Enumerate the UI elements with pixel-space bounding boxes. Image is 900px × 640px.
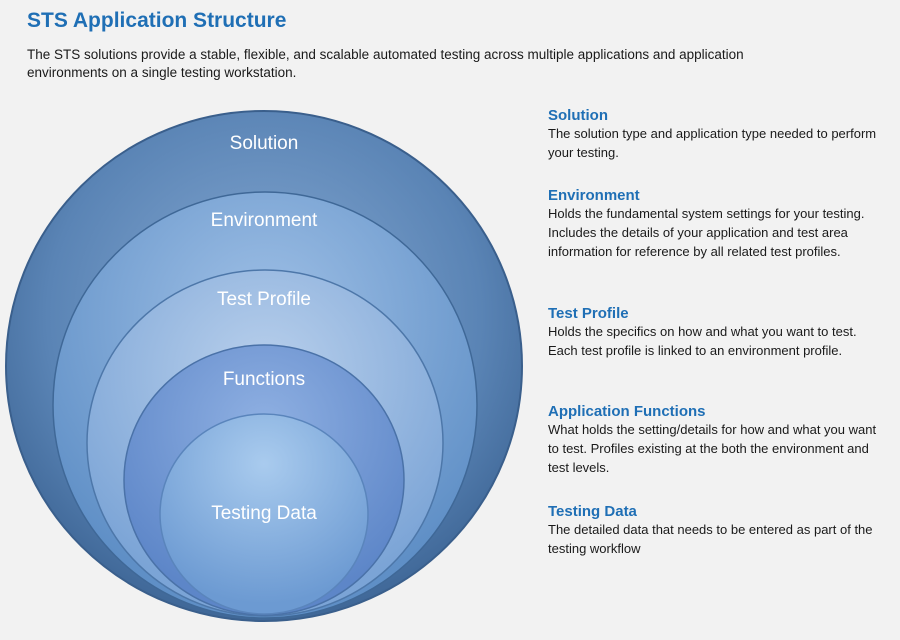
- ring-label-solution: Solution: [230, 133, 299, 154]
- description-text: Holds the specifics on how and what you …: [548, 324, 857, 358]
- page-title: STS Application Structure: [27, 9, 287, 32]
- ring-testing-data: [159, 413, 369, 615]
- description-title: Test Profile: [548, 305, 629, 322]
- ring-label-functions: Functions: [223, 369, 305, 390]
- description-environment: Environment Holds the fundamental system…: [548, 186, 888, 261]
- description-title: Environment: [548, 187, 640, 204]
- ring-label-environment: Environment: [211, 210, 318, 231]
- description-solution: Solution The solution type and applicati…: [548, 106, 888, 163]
- intro-text: The STS solutions provide a stable, flex…: [27, 47, 744, 80]
- description-title: Testing Data: [548, 503, 637, 520]
- description-testing-data: Testing Data The detailed data that need…: [548, 502, 888, 559]
- description-title: Solution: [548, 107, 608, 124]
- description-text: The solution type and application type n…: [548, 126, 877, 160]
- description-test-profile: Test Profile Holds the specifics on how …: [548, 304, 888, 361]
- description-text: Holds the fundamental system settings fo…: [548, 206, 865, 259]
- description-title: Application Functions: [548, 403, 706, 420]
- description-application-functions: Application Functions What holds the set…: [548, 402, 888, 477]
- ring-label-testing-data: Testing Data: [211, 503, 317, 524]
- description-text: What holds the setting/details for how a…: [548, 422, 877, 475]
- ring-label-test-profile: Test Profile: [217, 289, 311, 310]
- description-text: The detailed data that needs to be enter…: [548, 522, 873, 556]
